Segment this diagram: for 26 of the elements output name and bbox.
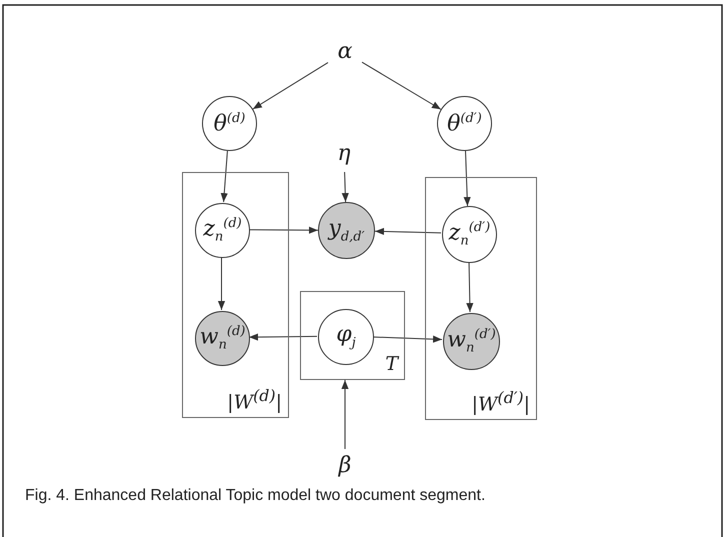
figure-caption: Fig. 4. Enhanced Relational Topic model two document segment.	[25, 487, 486, 505]
plate	[182, 172, 289, 418]
arrow	[464, 150, 471, 207]
arrow	[218, 256, 226, 310]
arrow	[341, 380, 349, 450]
arrow	[220, 150, 228, 203]
variable-label: θ$^{(d)}$	[214, 112, 246, 136]
arrow	[248, 226, 318, 234]
arrow	[248, 333, 318, 341]
arrow	[372, 336, 443, 343]
arrow	[342, 172, 349, 203]
plate-label: |W$^{(d′)}$|	[472, 388, 530, 415]
plate	[425, 177, 537, 420]
plate-label: T	[385, 353, 398, 375]
variable-label: α	[338, 41, 352, 63]
arrow	[252, 62, 328, 110]
plate	[300, 291, 405, 380]
arrow	[374, 228, 442, 236]
variable-label: θ$^{(d′)}$	[447, 112, 482, 136]
variable-label: η	[337, 143, 351, 165]
variable-label: φ$_{j}$	[336, 324, 356, 350]
arrow	[466, 260, 474, 312]
variable-label: y$_{d,d′}$	[328, 218, 365, 244]
arrow	[362, 62, 442, 110]
plate-label: |W$^{(d)}$|	[227, 386, 282, 413]
variable-label: β	[338, 455, 352, 477]
